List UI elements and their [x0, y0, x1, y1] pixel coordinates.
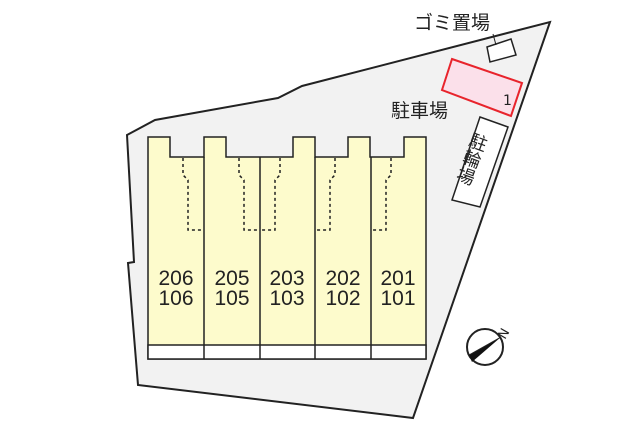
garbage-area: ゴミ置場 — [414, 12, 517, 63]
compass-icon: N — [466, 326, 513, 366]
unit-label-lower: 101 — [380, 287, 415, 310]
garbage-box — [486, 38, 517, 63]
garbage-leader-line — [492, 33, 497, 46]
unit-label-upper: 205 — [214, 267, 249, 290]
parking-space-number: 1 — [503, 93, 512, 109]
parking-label: 駐車場 — [391, 100, 448, 122]
unit-label-lower: 102 — [325, 287, 360, 310]
unit-labels: 206 106 205 105 203 103 202 102 201 101 — [158, 267, 415, 310]
bicycle-parking-box — [451, 116, 509, 208]
stair-dashed-lines — [182, 158, 392, 231]
unit-label-upper: 206 — [158, 267, 193, 290]
unit-label-lower: 103 — [269, 287, 304, 310]
garbage-label: ゴミ置場 — [414, 12, 490, 34]
unit-label-upper: 203 — [269, 267, 304, 290]
unit-label-upper: 201 — [380, 267, 415, 290]
parking-space-1: 1 — [440, 57, 524, 118]
building: 206 106 205 105 203 103 202 102 201 101 — [147, 136, 427, 360]
balcony-strip — [147, 344, 427, 360]
unit-label-lower: 106 — [158, 287, 193, 310]
building-outline — [147, 136, 427, 360]
parking-space-highlight — [440, 57, 524, 118]
unit-label-upper: 202 — [325, 267, 360, 290]
unit-label-lower: 105 — [214, 287, 249, 310]
